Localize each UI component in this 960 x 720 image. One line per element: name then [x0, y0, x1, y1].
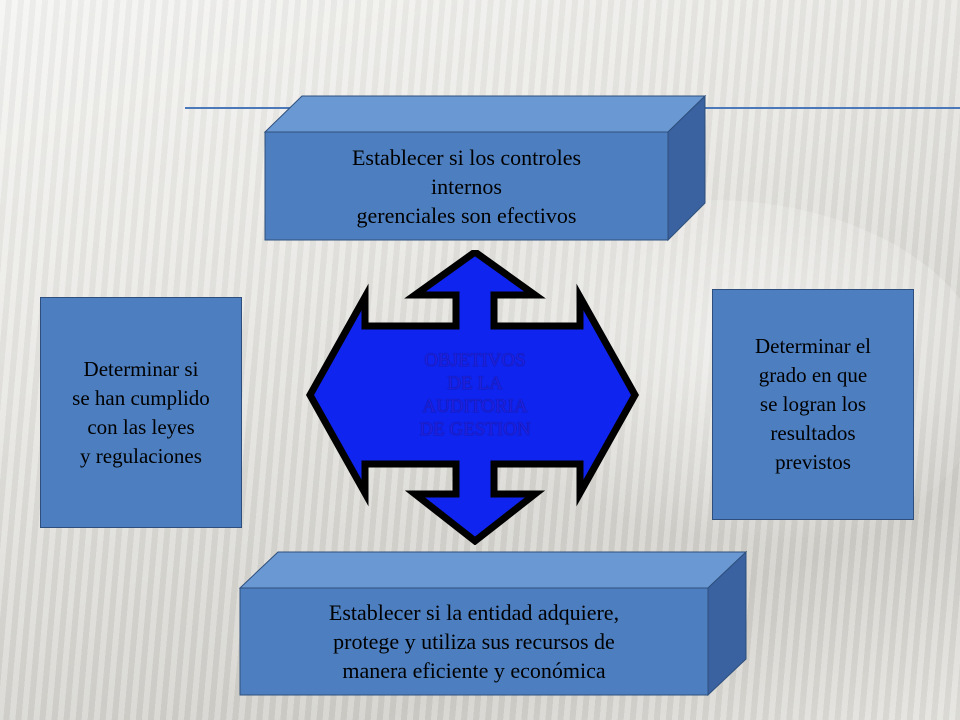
right-box: Determinar el grado en que se logran los…: [712, 289, 914, 520]
top-box-text: Establecer si los controles internos ger…: [351, 144, 582, 228]
bottom-box-text: Establecer si la entidad adquiere, prote…: [328, 600, 620, 683]
four-way-arrow-shape: [305, 250, 640, 545]
four-way-arrow: [305, 250, 640, 545]
left-box: Determinar si se han cumplido con las le…: [40, 297, 242, 528]
top-box-shape: [263, 94, 707, 242]
bottom-box-shape: [238, 550, 748, 697]
center-label: OBJETIVOS DE LA AUDITORIA DE GESTION: [419, 350, 531, 440]
